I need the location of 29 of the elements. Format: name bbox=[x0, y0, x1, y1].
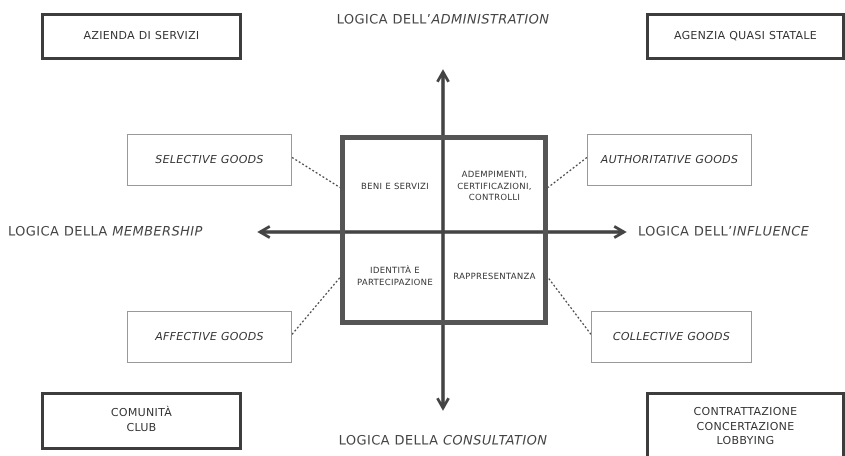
leader-line bbox=[548, 156, 588, 188]
label-box bbox=[41, 13, 242, 60]
quadrant-grid bbox=[340, 135, 548, 325]
label-box bbox=[646, 392, 845, 456]
axis-label: LOGICA DELL’ADMINISTRATION bbox=[336, 12, 550, 28]
leader-line bbox=[547, 277, 592, 335]
node-text: AUTHORITATIVE GOODS bbox=[599, 152, 740, 168]
node-text: COMUNITÀ CLUB bbox=[110, 406, 174, 436]
label-box bbox=[41, 392, 242, 450]
node-text: AZIENDA DI SERVIZI bbox=[82, 29, 200, 44]
node-text: RAPPRESENTANZA bbox=[452, 272, 537, 284]
label-box bbox=[646, 13, 845, 60]
node-text: ADEMPIMENTI, CERTIFICAZIONI, CONTROLLI bbox=[456, 170, 533, 205]
node-text: AFFECTIVE GOODS bbox=[154, 330, 265, 344]
node-text: AGENZIA QUASI STATALE bbox=[672, 29, 818, 44]
label-box bbox=[587, 134, 752, 186]
axis-label: LOGICA DELL’INFLUENCE bbox=[638, 224, 810, 240]
label-box bbox=[127, 311, 292, 363]
label-box bbox=[591, 311, 752, 363]
leader-line bbox=[292, 156, 340, 188]
label-box bbox=[127, 134, 292, 186]
leader-line bbox=[292, 277, 340, 335]
node-text: COLLECTIVE GOODS bbox=[612, 330, 732, 344]
node-text: BENI E SERVIZI bbox=[360, 182, 430, 194]
node-text: SELECTIVE GOODS bbox=[154, 152, 265, 168]
node-text: IDENTITÀ E PARTECIPAZIONE bbox=[356, 266, 434, 289]
axis-label: LOGICA DELLA CONSULTATION bbox=[338, 434, 548, 448]
axis-label: LOGICA DELLA MEMBERSHIP bbox=[8, 224, 203, 240]
node-text: CONTRATTAZIONE CONCERTAZIONE LOBBYING bbox=[692, 404, 798, 450]
